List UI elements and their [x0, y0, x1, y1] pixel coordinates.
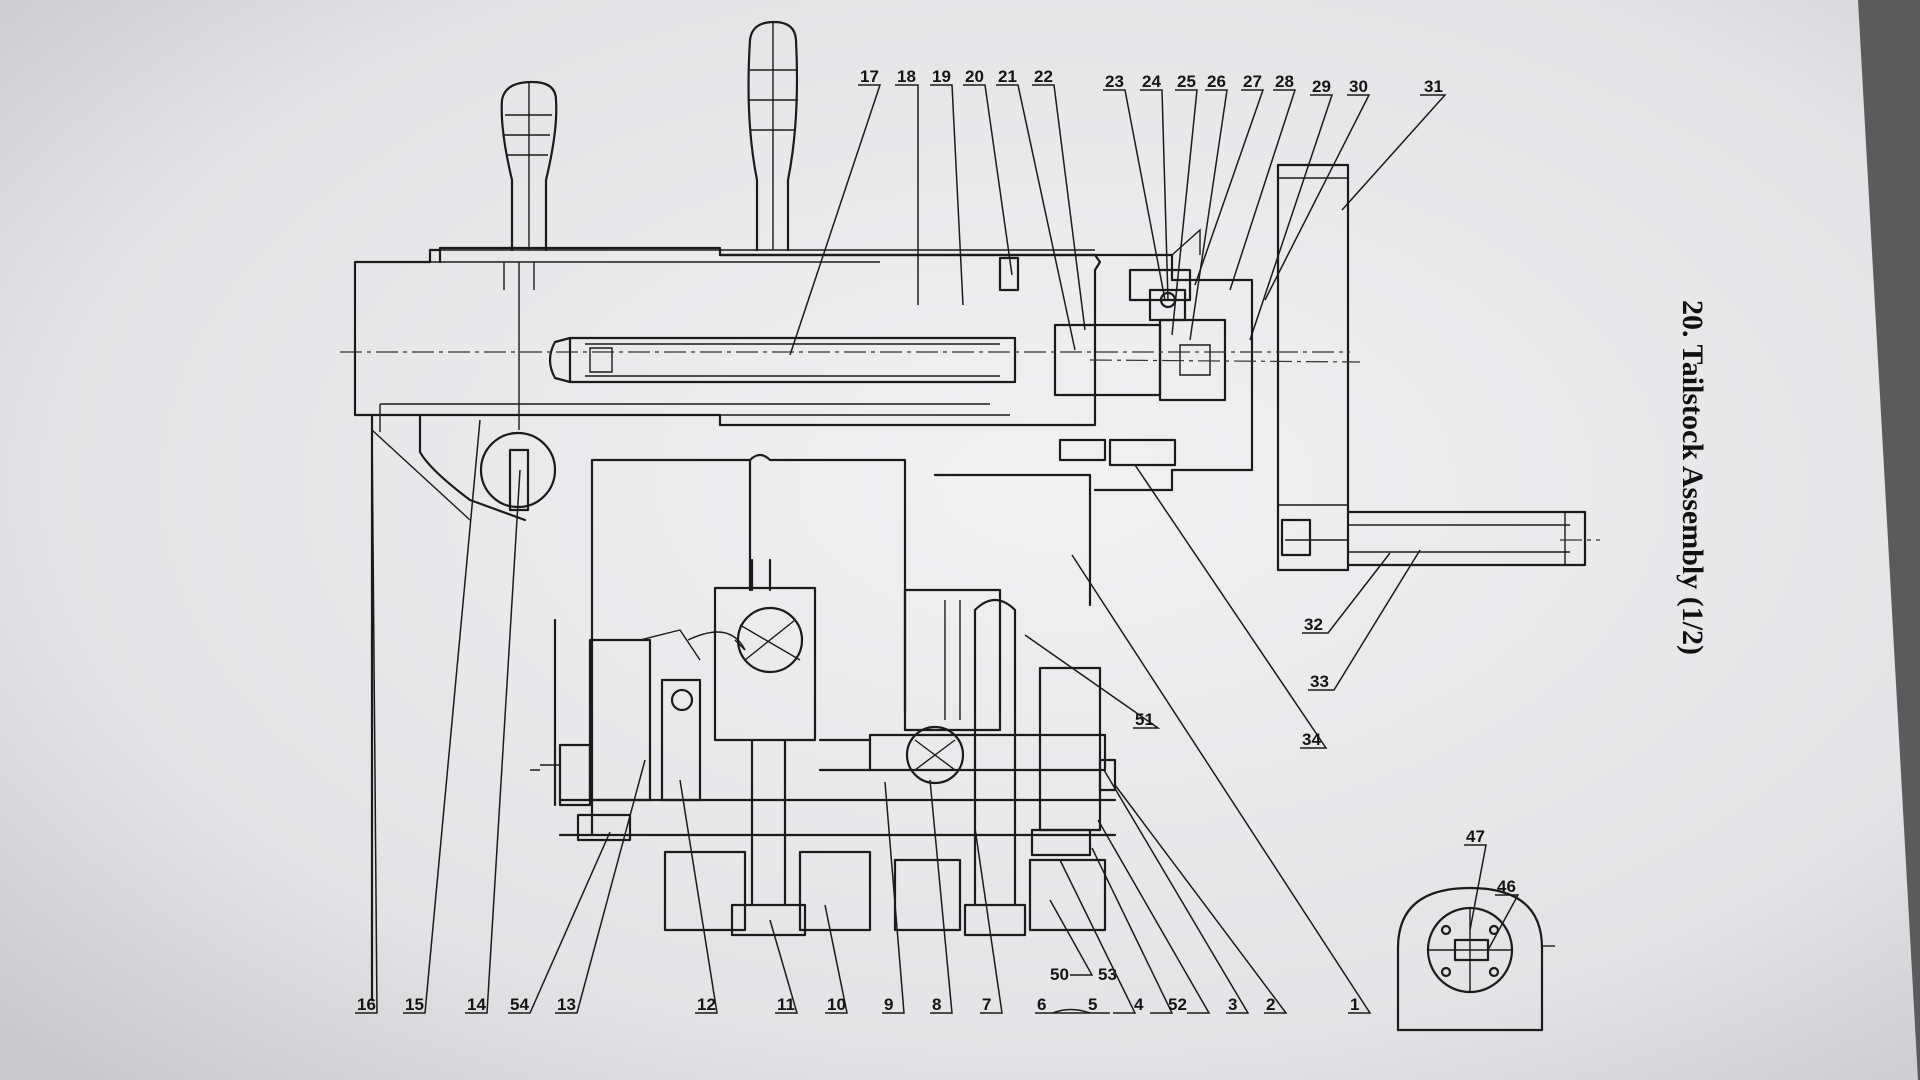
callout-15: 15: [405, 995, 424, 1014]
callout-25: 25: [1177, 72, 1196, 91]
leader-lines: [355, 84, 1520, 1014]
callout-22: 22: [1034, 67, 1053, 86]
callout-53: 53: [1098, 965, 1117, 984]
callout-numbers: 17 18 19 20 21 22 23 24 25 26 27 28 29 3…: [357, 67, 1516, 1014]
callout-11: 11: [777, 995, 795, 1014]
callout-14: 14: [467, 995, 486, 1014]
callout-20: 20: [965, 67, 984, 86]
callout-16: 16: [357, 995, 376, 1014]
callout-21: 21: [998, 67, 1017, 86]
callout-46: 46: [1497, 877, 1516, 896]
callout-1: 1: [1350, 995, 1359, 1014]
callout-17: 17: [860, 67, 879, 86]
callout-34: 34: [1302, 730, 1321, 749]
callout-5: 5: [1088, 995, 1097, 1014]
callout-8: 8: [932, 995, 941, 1014]
callout-9: 9: [884, 995, 893, 1014]
callout-24: 24: [1142, 72, 1161, 91]
callout-3: 3: [1228, 995, 1237, 1014]
callout-51: 51: [1135, 710, 1154, 729]
callout-18: 18: [897, 67, 916, 86]
callout-31: 31: [1424, 77, 1443, 96]
callout-13: 13: [557, 995, 576, 1014]
callout-12: 12: [697, 995, 716, 1014]
callout-32: 32: [1304, 615, 1323, 634]
callout-47: 47: [1466, 827, 1485, 846]
callout-54: 54: [510, 995, 529, 1014]
callout-50: 50: [1050, 965, 1069, 984]
callout-28: 28: [1275, 72, 1294, 91]
callout-2: 2: [1266, 995, 1275, 1014]
callout-33: 33: [1310, 672, 1329, 691]
callout-10: 10: [827, 995, 846, 1014]
drawing-geometry: [340, 20, 1600, 1032]
callout-26: 26: [1207, 72, 1226, 91]
callout-7: 7: [982, 995, 991, 1014]
callout-52: 52: [1168, 995, 1187, 1014]
callout-27: 27: [1243, 72, 1262, 91]
callout-30: 30: [1349, 77, 1368, 96]
diagram-title: 20. Tailstock Assembly (1/2): [1676, 300, 1709, 655]
callout-23: 23: [1105, 72, 1124, 91]
callout-29: 29: [1312, 77, 1331, 96]
callout-6: 6: [1037, 995, 1046, 1014]
callout-4: 4: [1134, 995, 1144, 1014]
callout-19: 19: [932, 67, 951, 86]
